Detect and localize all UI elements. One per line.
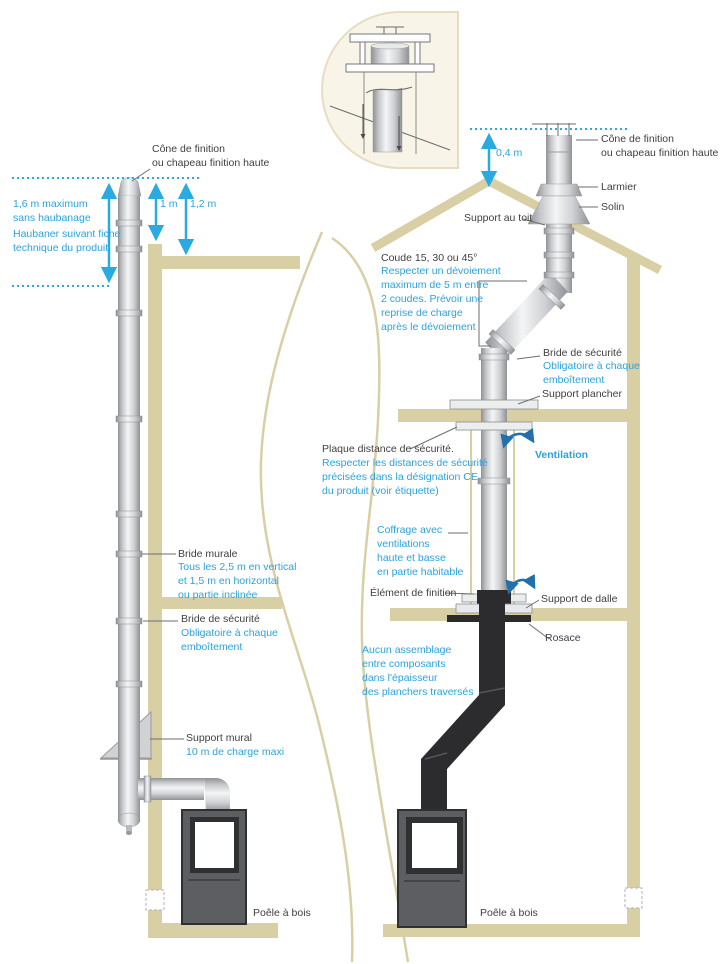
branch-elbow (204, 778, 230, 812)
label-larmier: Larmier (601, 181, 637, 193)
label-solin: Solin (601, 201, 625, 213)
cap-top-plate (349, 33, 431, 43)
label-dim-0-4m: 0,4 m (496, 147, 523, 159)
left-flue-pipe (99, 177, 230, 835)
label-cone-right: Cône de finition ou chapeau finition hau… (601, 133, 719, 159)
larmier-part (535, 183, 583, 197)
label-guy-note: Haubaner suivant fiche technique du prod… (13, 228, 121, 254)
label-support-toit: Support au toit (464, 212, 533, 224)
floor-upper (398, 409, 627, 422)
wall-pass-through-left (145, 889, 165, 911)
ventilation-arrow-upper (500, 428, 535, 449)
ventilation-arrows (500, 428, 536, 595)
black-connector-pipe (421, 598, 505, 813)
measure-arrows (12, 128, 628, 287)
label-bride-securite-left: Bride de sécurité (181, 613, 260, 625)
roof-cap-inset (320, 11, 459, 169)
divider-curves (259, 231, 410, 963)
safety-distance-plate (455, 421, 533, 431)
label-bride-securite-left-note: Obligatoire à chaque emboîtement (181, 627, 278, 653)
label-plaque-note: Respecter les distances de sécurité préc… (322, 457, 488, 497)
right-stove (397, 809, 467, 928)
wall-pass-through-right (624, 887, 643, 909)
cap-lower-plate (345, 63, 435, 73)
label-max-no-guy: 1,6 m maximum sans haubanage (13, 198, 91, 224)
right-house-structure (370, 177, 663, 937)
left-stove (181, 809, 247, 925)
label-coude: Coude 15, 30 ou 45° (381, 252, 478, 264)
condensate-cap (117, 812, 141, 828)
roof-right-slope (486, 177, 663, 274)
label-poele-left: Poêle à bois (253, 907, 311, 919)
horizontal-branch (138, 778, 204, 800)
solin-part (527, 195, 591, 225)
roof-left-slope (370, 177, 492, 252)
label-bride-securite-right: Bride de sécurité (543, 347, 622, 359)
label-dim-1m: 1 m (160, 198, 178, 210)
floor-support-plate (449, 399, 539, 410)
label-plaque: Plaque distance de sécurité. (322, 443, 454, 455)
label-coffrage-note: Coffrage avec ventilations haute et bass… (377, 524, 464, 578)
label-poele-right: Poêle à bois (480, 907, 538, 919)
label-support-mural: Support mural (186, 732, 252, 744)
label-dim-1-2m: 1,2 m (190, 198, 217, 210)
label-aucun-note: Aucun assemblage entre composants dans l… (362, 644, 474, 698)
label-support-mural-note: 10 m de charge maxi (186, 746, 285, 758)
left-house-structure (145, 244, 300, 938)
label-ventilation: Ventilation (535, 449, 589, 461)
inner-flue (372, 87, 403, 153)
right-flue-pipe (449, 123, 591, 592)
label-support-dalle: Support de dalle (541, 593, 618, 605)
label-bride-murale: Bride murale (178, 548, 238, 560)
label-cone-left: Cône de finition ou chapeau finition hau… (152, 143, 270, 169)
label-element-finition: Élément de finition (370, 587, 457, 599)
label-support-plancher: Support plancher (542, 388, 622, 400)
label-coude-note: Respecter un dévoiement maximum de 5 m e… (381, 265, 501, 333)
label-bride-securite-right-note: Obligatoire à chaque emboîtement (543, 360, 640, 386)
ventilation-arrow-lower (505, 574, 536, 595)
label-rosace: Rosace (545, 632, 581, 644)
label-bride-murale-note: Tous les 2,5 m en vertical et 1,5 m en h… (178, 561, 297, 601)
offset-dimension-bracket (478, 280, 527, 347)
leader-lines (131, 139, 598, 740)
cone-top (117, 177, 142, 197)
right-flue-black-section (421, 590, 533, 813)
